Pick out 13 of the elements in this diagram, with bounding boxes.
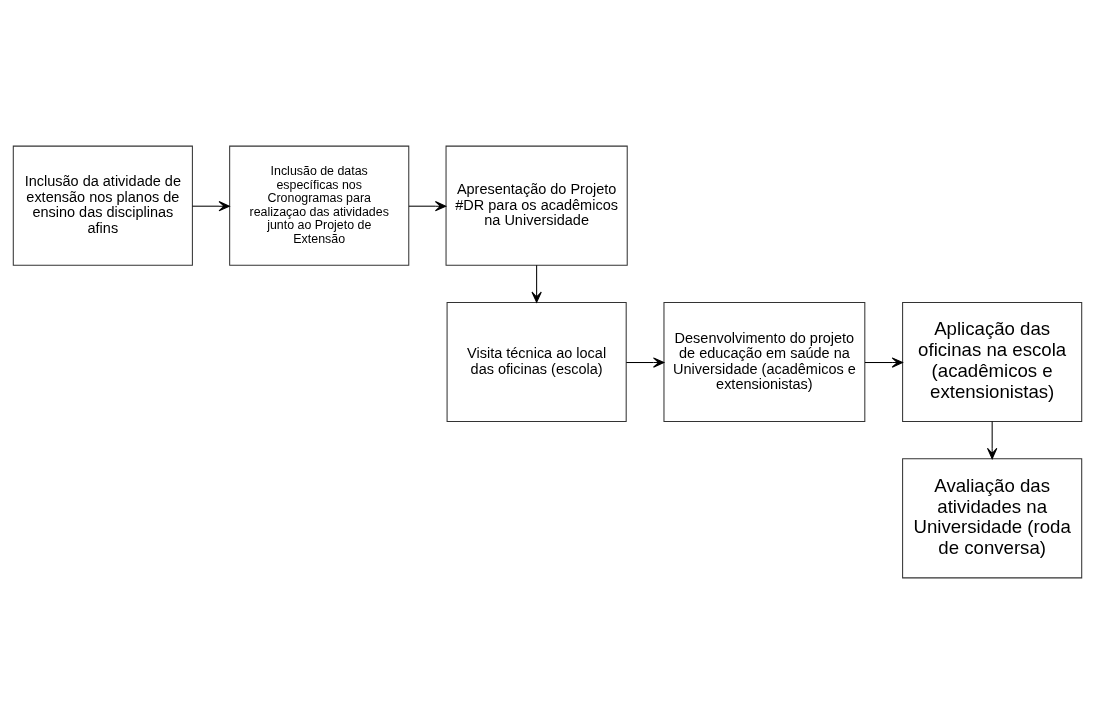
arrow — [864, 356, 904, 368]
arrow — [408, 200, 447, 211]
node-box: Visita técnica ao local das oficinas (escola) — [446, 301, 627, 422]
node-box: Inclusão da atividade de extensão nos planos de ensino das disciplinas afins — [12, 145, 193, 266]
node-box: Avaliação das atividades na Universidade (roda de conversa) — [902, 457, 1083, 578]
arrow — [531, 264, 542, 303]
arrow — [625, 356, 665, 368]
node-box: Aplicação das oficinas na escola (acadêmicos e extensionistas) — [902, 301, 1083, 422]
node-box: Inclusão de datas específicas nos Cronogramas para realizaçao das atividades junto ao Projeto de Extensão — [229, 145, 410, 266]
node-box: Apresentação do Projeto #DR para os acadêmicos na Universidade — [445, 145, 628, 266]
arrow — [191, 200, 230, 211]
node-box: Desenvolvimento do projeto de educação em saúde na Universidade (acadêmicos e extensionistas) — [663, 301, 866, 422]
arrow — [987, 420, 998, 459]
